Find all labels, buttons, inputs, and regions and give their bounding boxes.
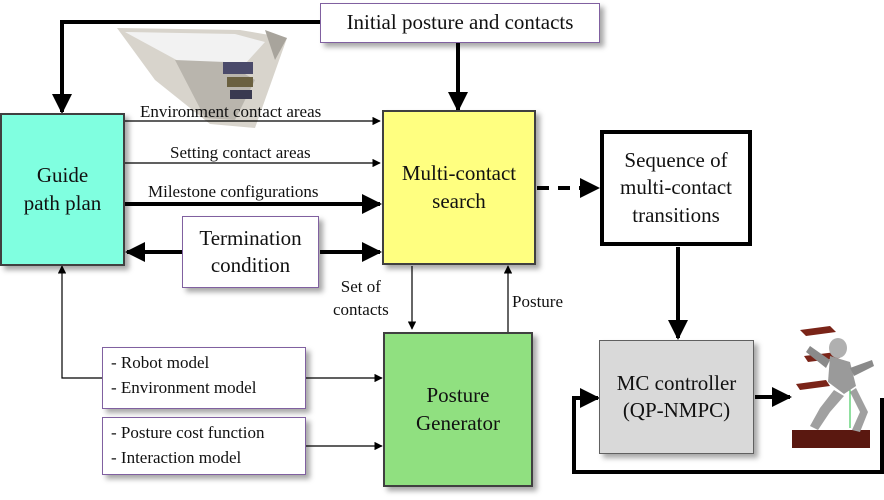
sequence-transitions-box: Sequence of multi-contact transitions <box>600 130 752 246</box>
guide-line-1: Guide <box>36 163 89 188</box>
label-set-of-contacts: Set of contacts <box>333 276 389 322</box>
label-posture: Posture <box>512 292 563 311</box>
set-of-contacts-line-2: contacts <box>333 299 389 319</box>
search-line-1: Multi-contact <box>401 161 517 186</box>
termination-line-2: condition <box>210 253 291 277</box>
cost-input-box: - Posture cost function - Interaction mo… <box>102 417 306 475</box>
mc-controller-box: MC controller (QP-NMPC) <box>599 340 754 454</box>
humanoid-robot-figure <box>792 326 874 448</box>
label-milestone-configurations: Milestone configurations <box>148 182 319 201</box>
termination-line-1: Termination <box>199 225 302 250</box>
models-input-box: - Robot model - Environment model <box>102 347 306 409</box>
guide-path-plan-box: Guide path plan <box>0 113 125 266</box>
mc-line-1: MC controller <box>616 370 737 395</box>
cost-item-posture-cost: - Posture cost function <box>111 423 265 442</box>
initial-posture-label: Initial posture and contacts <box>346 10 574 35</box>
models-item-environment: - Environment model <box>111 378 257 397</box>
edge-initial-to-guide <box>52 20 320 114</box>
cost-item-interaction: - Interaction model <box>111 448 242 467</box>
label-setting-contact-areas: Setting contact areas <box>170 143 311 162</box>
search-line-2: search <box>432 188 486 213</box>
edge-feedback-loop <box>572 388 884 474</box>
models-item-robot: - Robot model <box>111 353 210 372</box>
terrain-image <box>117 28 287 128</box>
sequence-line-2: multi-contact <box>620 175 732 200</box>
multi-contact-search-box: Multi-contact search <box>382 110 536 265</box>
initial-posture-box: Initial posture and contacts <box>320 3 600 43</box>
edge-models-to-guide <box>57 265 102 379</box>
set-of-contacts-line-1: Set of <box>340 277 381 296</box>
posture-generator-box: Posture Generator <box>383 332 533 487</box>
posture-gen-line-1: Posture <box>426 383 490 408</box>
posture-gen-line-2: Generator <box>416 410 500 435</box>
termination-condition-box: Termination condition <box>182 216 319 288</box>
mc-line-2: (QP-NMPC) <box>622 398 731 422</box>
label-environment-contact-areas: Environment contact areas <box>140 102 322 121</box>
guide-line-2: path plan <box>23 190 102 215</box>
sequence-line-3: transitions <box>632 202 720 227</box>
sequence-line-1: Sequence of <box>624 148 728 173</box>
